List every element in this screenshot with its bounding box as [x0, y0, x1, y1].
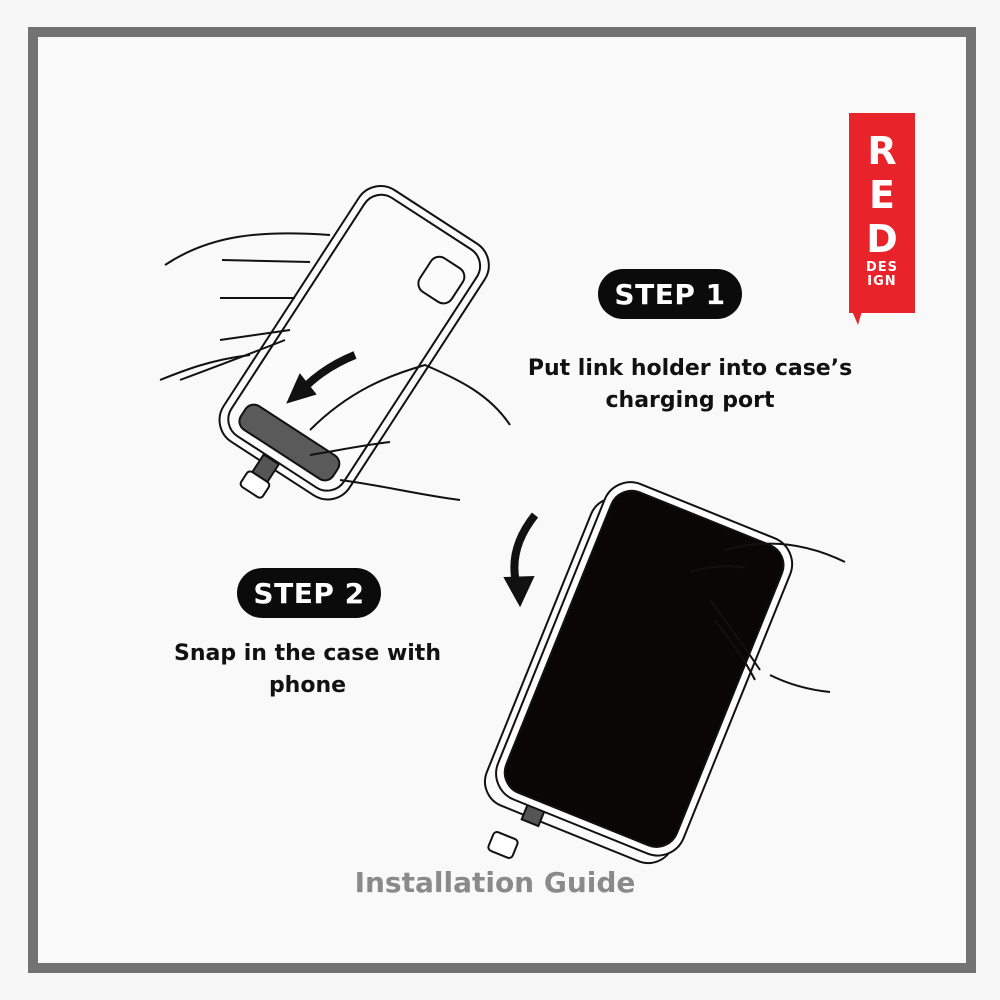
guide-frame	[28, 27, 976, 973]
step-1-badge: STEP 1	[598, 269, 742, 319]
step-1-caption-line1: Put link holder into case’s	[527, 356, 853, 381]
step-1-caption-line2: charging port	[605, 388, 775, 413]
installation-guide-title: Installation Guide	[354, 866, 636, 899]
logo-sub-line1: DES	[865, 260, 899, 275]
logo-sub-line2: IGN	[867, 274, 897, 289]
step-2-badge: STEP 2	[237, 568, 381, 618]
step-2-caption: Snap in the case with phone	[160, 638, 455, 702]
step-2-caption-line2: phone	[268, 673, 347, 698]
red-design-logo: R E D DES IGN	[849, 113, 915, 313]
logo-speech-tail	[852, 311, 862, 325]
hands-inserting-link-holder-into-case-icon	[159, 185, 511, 501]
step-1-caption: Put link holder into case’s charging por…	[505, 353, 875, 417]
hands-snapping-phone-into-case-icon	[484, 481, 846, 865]
logo-letter-d: D	[866, 217, 898, 261]
logo-letter-r: R	[867, 129, 897, 173]
logo-letter-e: E	[869, 173, 895, 217]
step-2-caption-line1: Snap in the case with	[174, 641, 441, 666]
